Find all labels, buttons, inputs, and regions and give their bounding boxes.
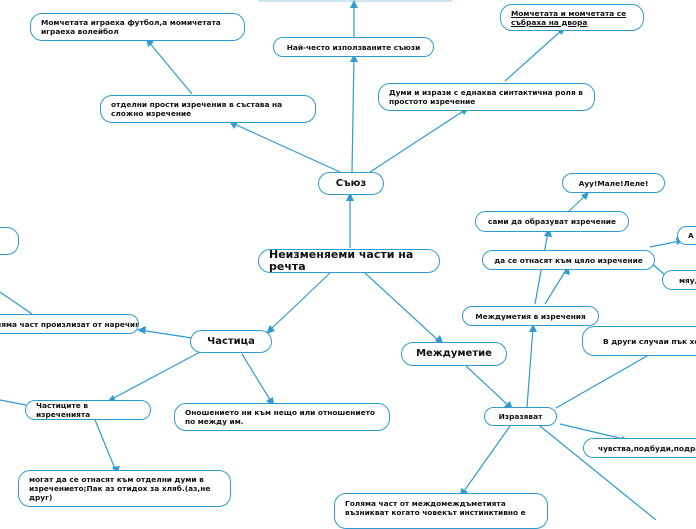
mezh-mya-node[interactable]: мяу, bbox=[662, 270, 696, 290]
mezh-feelings-label: чувства,подбуди,подрах bbox=[598, 443, 696, 453]
mezh-mya-label: мяу, bbox=[679, 275, 696, 285]
arrowhead-soyuz bbox=[346, 192, 354, 201]
mezhdumetie-node[interactable]: Междуметие bbox=[401, 342, 507, 366]
chastica-relation-label: Оношението ни към нещо или отношението п… bbox=[185, 408, 375, 426]
edge-mezh-express bbox=[465, 365, 511, 408]
mezh-whole-label: да се отнасят към цяло изречение bbox=[494, 255, 643, 265]
chastica-sentences-node[interactable]: Частиците в изреченията bbox=[25, 400, 151, 420]
edge-chastica-adverbs bbox=[139, 329, 193, 339]
center-node-label: Неизменяеми части на речта bbox=[269, 248, 414, 273]
chastica-sentences-label: Частиците в изреченията bbox=[36, 401, 91, 419]
edge-center-mezhdumetie bbox=[364, 272, 441, 343]
mezh-ayyy-label: Ауу!Мале!Леле! bbox=[578, 178, 649, 188]
arrowhead-simple bbox=[229, 121, 238, 129]
soyuz-node[interactable]: Съюз bbox=[318, 172, 384, 195]
edge-insentences-whole bbox=[544, 269, 567, 305]
edge-express-origin bbox=[461, 425, 511, 495]
soyuz-examples-label: Момчетата играеха футбол,а момичетата иг… bbox=[41, 18, 221, 36]
mezh-express-label: Изразяват bbox=[498, 412, 543, 421]
soyuz-node-label: Съюз bbox=[335, 177, 367, 189]
mezh-ayyy-node[interactable]: Ауу!Мале!Леле! bbox=[562, 173, 665, 193]
mezh-in-sentences-label: Междуметия в изречения bbox=[475, 311, 586, 321]
arrowhead-insentences bbox=[529, 324, 537, 332]
edge-form-ayyy bbox=[567, 194, 587, 213]
mezh-form-label: сами да образуват изречение bbox=[488, 217, 616, 226]
edge-sentences-offscreen bbox=[0, 399, 27, 406]
edge-samerole-example2 bbox=[504, 29, 563, 82]
soyuz-simple-node[interactable]: отделни прости изречения в състава на сл… bbox=[100, 95, 316, 123]
soyuz-same-role-node[interactable]: Думи и изрази с еднаква синтактична роля… bbox=[378, 83, 595, 111]
arrowhead-form bbox=[544, 228, 552, 237]
soyuz-most-used-node[interactable]: Най-често използваните съюзи bbox=[273, 37, 434, 57]
top-connector-bar bbox=[258, 0, 452, 2]
edge-express-feelings bbox=[559, 423, 629, 441]
chastica-words-node[interactable]: могат да се отнасят към отделни думи в и… bbox=[18, 470, 231, 507]
mezh-origin-label: Голяма част от междомеждъметията възникв… bbox=[345, 499, 526, 517]
offscreen-left-node[interactable] bbox=[0, 227, 19, 255]
soyuz-most-used-label: Най-често използваните съюзи bbox=[286, 42, 421, 52]
arrowhead-chastica bbox=[266, 325, 275, 334]
edge-soyuz-samerole bbox=[369, 109, 466, 173]
soyuz-example2-node[interactable]: Момчетата и момчетата се събраха на двор… bbox=[500, 4, 644, 31]
arrowhead-top bbox=[350, 0, 358, 8]
edge-sentences-words bbox=[94, 419, 117, 472]
edge-simple-examples bbox=[147, 40, 193, 95]
center-node[interactable]: Неизменяеми части на речта bbox=[258, 249, 440, 273]
arrowhead-mostused bbox=[350, 54, 358, 62]
edge-soyuz-simple bbox=[231, 122, 341, 173]
edge-soyuz-mostused bbox=[351, 56, 355, 173]
chastica-words-label: могат да се отнасят към отделни думи в и… bbox=[29, 475, 211, 502]
soyuz-examples-node[interactable]: Момчетата играеха футбол,а момичетата иг… bbox=[30, 13, 245, 41]
arrowhead-adverbs bbox=[137, 326, 146, 334]
edge-chastica-sentences bbox=[109, 351, 201, 401]
edge-adverbs-offscreen bbox=[0, 291, 33, 315]
chastica-adverbs-node[interactable]: Голяма част произлизат от наречия bbox=[0, 314, 139, 334]
edge-center-chastica bbox=[269, 272, 331, 331]
mezhdumetie-node-label: Междуметие bbox=[416, 348, 492, 359]
edge-express-insentences bbox=[526, 327, 534, 408]
edge-express-offscreen bbox=[539, 425, 657, 520]
arrowhead-ayyy bbox=[581, 192, 589, 200]
mezh-form-node[interactable]: сами да образуват изречение bbox=[475, 211, 629, 232]
mezh-a-node[interactable]: А bbox=[677, 226, 696, 245]
chastica-node[interactable]: Частица bbox=[190, 330, 272, 353]
soyuz-simple-label: отделни прости изречения в състава на сл… bbox=[111, 100, 283, 118]
mezh-in-sentences-node[interactable]: Междуметия в изречения bbox=[462, 306, 599, 326]
mezh-origin-node[interactable]: Голяма част от междомеждъметията възникв… bbox=[334, 493, 548, 529]
mezh-a-label: А bbox=[688, 231, 694, 240]
mezh-whole-node[interactable]: да се отнасят към цяло изречение bbox=[482, 250, 655, 270]
mezh-other-node[interactable]: В други случаи пък хор различни звуци от… bbox=[582, 326, 696, 356]
edge-chastica-relation bbox=[241, 353, 273, 404]
chastica-relation-node[interactable]: Оношението ни към нещо или отношението п… bbox=[174, 403, 390, 431]
chastica-adverbs-label: Голяма част произлизат от наречия bbox=[0, 319, 139, 329]
soyuz-same-role-label: Думи и изрази с еднаква синтактична роля… bbox=[389, 88, 583, 106]
mezh-other-label: В други случаи пък хор различни звуци от… bbox=[603, 336, 696, 346]
chastica-node-label: Частица bbox=[207, 335, 255, 347]
mezh-express-node[interactable]: Изразяват bbox=[484, 407, 557, 426]
edge-whole-a bbox=[649, 240, 681, 248]
mezh-feelings-node[interactable]: чувства,подбуди,подрах bbox=[583, 438, 696, 458]
soyuz-example2-label: Момчетата и момчетата се събраха на двор… bbox=[511, 8, 627, 27]
